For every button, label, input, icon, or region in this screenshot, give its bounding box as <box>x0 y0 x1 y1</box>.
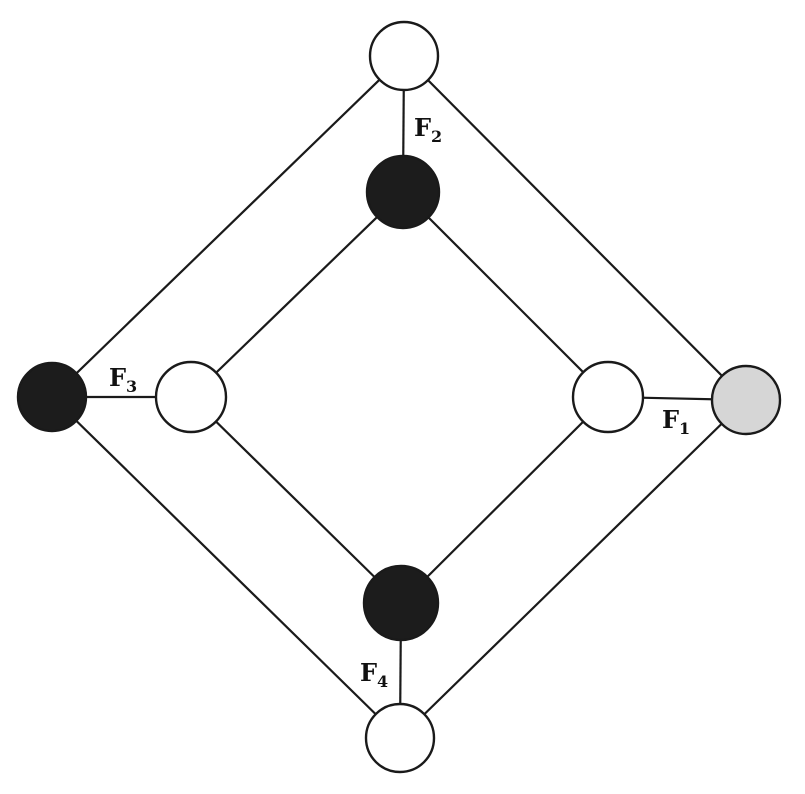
node-outer-bottom <box>364 702 436 774</box>
edge-outer-top-outer-right <box>403 55 747 401</box>
nodes <box>16 20 782 774</box>
edge-inner-top-inner-left <box>190 191 404 398</box>
edge-outer-left-outer-bottom <box>51 396 401 739</box>
edge-outer-right-outer-bottom <box>399 399 747 739</box>
label-f4: F4 <box>360 658 388 691</box>
label-f2: F2 <box>414 113 442 146</box>
edge-labels: F2 F3 F1 F4 <box>109 113 690 691</box>
label-f3: F3 <box>109 363 137 396</box>
node-outer-left <box>16 361 88 433</box>
edge-outer-top-outer-left <box>51 55 405 398</box>
node-inner-top <box>365 154 441 230</box>
node-inner-left <box>154 360 228 434</box>
node-outer-top <box>368 20 440 92</box>
label-f1: F1 <box>662 405 690 438</box>
node-inner-right <box>571 360 645 434</box>
edge-inner-right-inner-bottom <box>400 396 609 604</box>
edge-inner-top-inner-right <box>402 191 609 398</box>
node-inner-bottom <box>362 564 440 642</box>
node-outer-right <box>710 364 782 436</box>
edge-inner-left-inner-bottom <box>190 396 402 604</box>
